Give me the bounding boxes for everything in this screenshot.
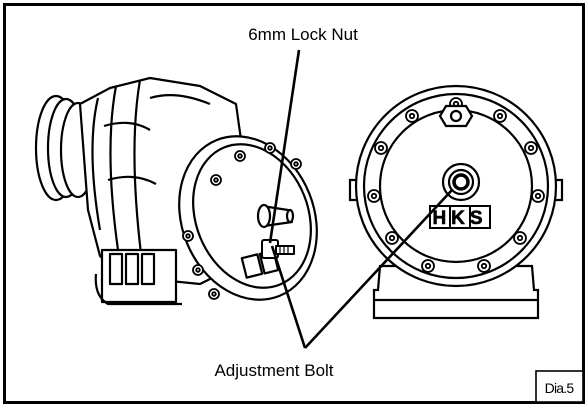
lock-nut-label: 6mm Lock Nut <box>248 25 358 44</box>
dia-label: Dia.5 <box>545 380 575 396</box>
callout-lines <box>268 49 453 349</box>
valve-side-view <box>34 76 318 306</box>
cap-bolts <box>182 142 302 300</box>
valve-front-view <box>348 84 564 320</box>
hks-logo: HKS <box>429 205 491 229</box>
dia-label-box <box>535 370 584 403</box>
hks-logo-text: HKS <box>432 208 487 229</box>
outer-frame <box>3 3 585 404</box>
adjustment-bolt-label: Adjustment Bolt <box>214 361 333 380</box>
